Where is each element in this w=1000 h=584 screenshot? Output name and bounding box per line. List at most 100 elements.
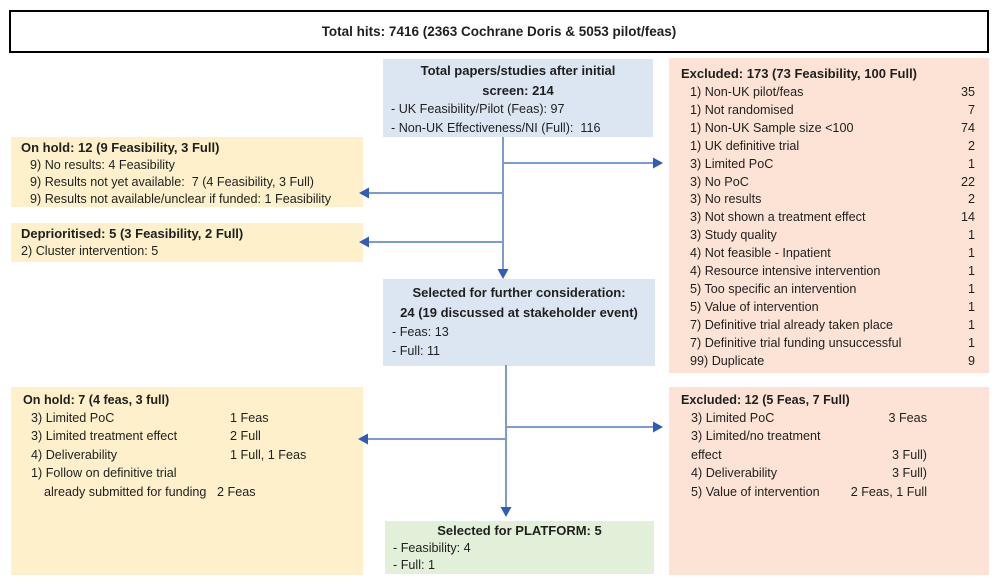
list-item: 9) No results: 4 Feasibility [30,157,175,172]
box-excluded-12: Excluded: 12 (5 Feas, 7 Full) 3) Limited… [669,387,989,575]
on-hold-row: 3) Limited PoC 1 Feas [23,409,353,427]
exclusion-count: 3 Full) [892,466,927,481]
exclusion-row: 7) Definitive trial funding unsuccessful… [681,335,975,353]
arrowhead-right-1 [653,157,663,169]
exclusion-row: 3) Not shown a treatment effect 14 [681,209,975,227]
exclusion-reason: 3) Limited/no treatment [691,429,821,444]
on-hold-reason: 3) Limited PoC [31,411,115,425]
exclusion-reason: 3) No PoC [690,174,749,189]
arrowhead-down-2 [500,507,512,517]
box-title: Total papers/studies after initial scree… [420,63,616,98]
on-hold-reason: 3) Limited treatment effect [31,429,178,444]
box-title: Selected for PLATFORM: 5 [437,523,602,538]
exclusion-count: 3 Feas [888,411,927,425]
on-hold-row: already submitted for funding 2 Feas [23,483,353,501]
box-title: Selected for further consideration: 24 (… [400,285,638,320]
on-hold-count: 2 Feas [217,484,256,499]
list-item: 9) Results not available/unclear if fund… [30,191,332,206]
total-hits-text: Total hits: 7416 (2363 Cochrane Doris & … [321,24,677,39]
exclusion-count: 1 [967,317,975,332]
exclusion-reason: 3) Not shown a treatment effect [690,210,866,225]
exclusion-reason: 99) Duplicate [690,353,765,368]
total-hits-banner: Total hits: 7416 (2363 Cochrane Doris & … [9,10,989,53]
arrowhead-down-1 [497,269,509,279]
exclusion-reason: 5) Too specific an intervention [690,281,857,296]
exclusion-row: 1) Not randomised 7 [681,102,975,120]
box-excluded-173: Excluded: 173 (73 Feasibility, 100 Full)… [669,58,989,373]
on-hold-row: 3) Limited treatment effect 2 Full [23,427,353,445]
on-hold-reason: already submitted for funding [44,484,207,499]
list-item: 9) Results not yet available: 7 (4 Feasi… [30,174,314,189]
exclusion-row: 3) Limited PoC 1 [681,156,975,174]
box-selected-platform-5: Selected for PLATFORM: 5 - Feasibility: … [385,521,654,574]
exclusion-row: 5) Value of intervention 1 [681,299,975,317]
exclusion-reason: 1) Non-UK pilot/feas [690,85,804,99]
exclusion-count: 3 Full) [892,447,927,462]
box-lines: 9) No results: 4 Feasibility 9) Results n… [21,157,353,208]
exclusion-count: 14 [960,210,975,225]
exclusion-row: 3) Study quality 1 [681,227,975,245]
on-hold-reason: 4) Deliverability [31,447,118,462]
box-on-hold-7: On hold: 7 (4 feas, 3 full) 3) Limited P… [11,387,363,575]
exclusion-count: 1 [967,281,975,296]
exclusion-count: 1 [967,299,975,314]
exclusion-reason: 5) Value of intervention [690,299,819,314]
exclusion-count: 1 [967,156,975,171]
exclusion-rows: 1) Non-UK pilot/feas 35 1) Not randomise… [681,84,975,371]
exclusion-row: 1) Non-UK pilot/feas 35 [681,84,975,102]
exclusion-reason: effect [691,447,722,462]
exclusion-count [835,427,977,445]
exclusion-count: 7 [967,102,975,117]
on-hold-row: 1) Follow on definitive trial [23,464,353,482]
box-title: On hold: 7 (4 feas, 3 full) [23,393,170,407]
exclusion-row: 7) Definitive trial already taken place … [681,317,975,335]
box-selected-further-consideration: Selected for further consideration: 24 (… [383,279,655,366]
exclusion-count: 2 Feas, 1 Full [850,484,927,499]
exclusion-count: 35 [960,85,975,99]
exclusion-reason: 7) Definitive trial funding unsuccessful [690,335,902,350]
box-on-hold-12: On hold: 12 (9 Feasibility, 3 Full) 9) N… [11,137,363,207]
exclusion-row: effect 3 Full) [681,446,977,464]
exclusion-row: 99) Duplicate 9 [681,353,975,371]
on-hold-count: 1 Feas [230,411,269,425]
exclusion-reason: 1) Non-UK Sample size <100 [690,120,854,135]
exclusion-reason: 4) Resource intensive intervention [690,264,881,279]
list-item: - Feasibility: 4 [393,541,471,555]
on-hold-count [230,464,353,482]
exclusion-count: 1 [967,335,975,350]
exclusion-reason: 3) Study quality [690,228,777,243]
exclusion-row: 5) Value of intervention 2 Feas, 1 Full [681,483,977,501]
exclusion-row: 3) No results 2 [681,191,975,209]
box-lines: - Feasibility: 4- Full: 1 [393,540,646,574]
box-title: Deprioritised: 5 (3 Feasibility, 2 Full) [21,226,244,241]
arrowhead-right-2 [653,421,663,433]
exclusion-count: 1 [967,228,975,243]
exclusion-row: 3) Limited/no treatment [681,427,977,445]
on-hold-rows: 3) Limited PoC 1 Feas 3) Limited treatme… [23,409,353,501]
exclusion-row: 3) Limited PoC 3 Feas [681,409,977,427]
box-lines: 2) Cluster intervention: 5 [21,243,353,260]
exclusion-row: 5) Too specific an intervention 1 [681,281,975,299]
box-total-papers-initial-screen: Total papers/studies after initial scree… [383,59,653,137]
exclusion-count: 1 [967,246,975,261]
on-hold-row: 4) Deliverability 1 Full, 1 Feas [23,446,353,464]
exclusion-row: 1) UK definitive trial 2 [681,138,975,156]
on-hold-count: 1 Full, 1 Feas [230,447,307,462]
exclusion-count: 74 [960,120,975,135]
exclusion-reason: 3) Limited PoC [690,156,774,171]
exclusion-rows: 3) Limited PoC 3 Feas 3) Limited/no trea… [681,409,977,501]
exclusion-row: 4) Not feasible - Inpatient 1 [681,245,975,263]
box-deprioritised-5: Deprioritised: 5 (3 Feasibility, 2 Full)… [11,223,363,262]
exclusion-reason: 1) Not randomised [690,102,794,117]
box-lines: - UK Feasibility/Pilot (Feas): 97- Non-U… [391,100,645,138]
exclusion-count: 9 [967,353,975,368]
box-title: Excluded: 173 (73 Feasibility, 100 Full) [681,66,918,81]
exclusion-row: 4) Deliverability 3 Full) [681,464,977,482]
list-item: - Non-UK Effectiveness/NI (Full): 116 [391,121,601,135]
box-lines: - Feas: 13- Full: 11 [389,323,649,361]
exclusion-reason: 4) Deliverability [691,466,778,481]
list-item: - Full: 11 [392,344,441,358]
exclusion-count: 2 [967,192,975,207]
exclusion-count: 22 [960,174,975,189]
